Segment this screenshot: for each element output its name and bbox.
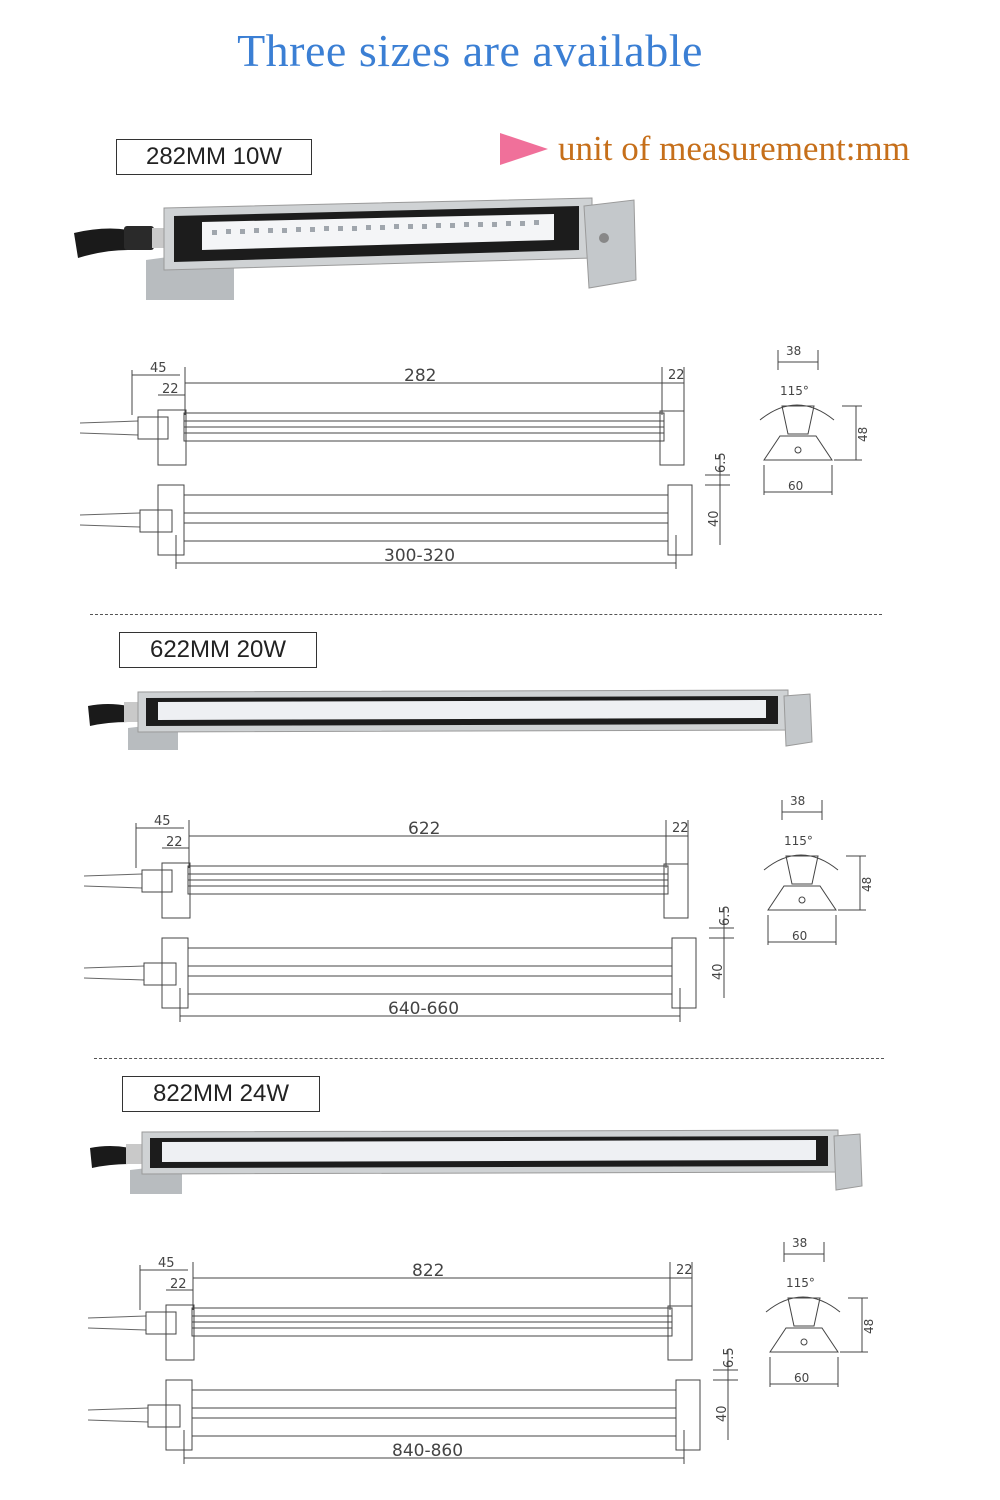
lamp-photo-822 [90, 1129, 863, 1194]
drawing-profile-622: 38 115° 48 60 [763, 794, 874, 945]
dim-profile-top: 38 [786, 344, 801, 358]
drawing-side-282: 45 22 282 22 6.5 40 300-320 [80, 361, 730, 569]
drawing-profile-822: 38 115° 48 60 [765, 1236, 876, 1387]
dim-length: 622 [408, 819, 440, 839]
dim-mount-range: 840-860 [392, 1441, 463, 1461]
dim-cap-right: 22 [672, 821, 689, 836]
dim-depth: 6.5 [714, 452, 729, 473]
dim-profile-angle: 115° [784, 834, 813, 848]
lamp-photo-282 [74, 197, 637, 300]
dim-profile-angle: 115° [780, 384, 809, 398]
dim-profile-height: 48 [856, 427, 870, 442]
dim-profile-base: 60 [788, 479, 803, 493]
dim-profile-height: 48 [860, 877, 874, 892]
section-divider [90, 614, 882, 615]
drawing-side-822: 45 22 822 22 6.5 40 840-860 [88, 1256, 738, 1464]
dim-cap-left: 22 [162, 382, 179, 397]
dim-height: 40 [715, 1405, 730, 1422]
dim-length: 282 [404, 366, 436, 386]
dim-height: 40 [707, 510, 722, 527]
dim-cap-right: 22 [668, 368, 685, 383]
dim-profile-angle: 115° [786, 1276, 815, 1290]
dim-profile-height: 48 [862, 1319, 876, 1334]
dim-end-offset: 45 [150, 361, 167, 376]
dim-height: 40 [711, 963, 726, 980]
dim-cap-left: 22 [170, 1277, 187, 1292]
drawing-side-622: 45 22 622 22 6.5 40 640-660 [84, 814, 734, 1022]
unit-note-text: unit of measurement:mm [558, 129, 910, 168]
size-label-282: 282MM 10W [116, 139, 312, 175]
page-title: Three sizes are available [237, 25, 703, 76]
dim-profile-base: 60 [794, 1371, 809, 1385]
dim-profile-top: 38 [792, 1236, 807, 1250]
dim-profile-base: 60 [792, 929, 807, 943]
arrow-right-icon [500, 133, 548, 165]
dim-end-offset: 45 [154, 814, 171, 829]
lamp-photo-622 [88, 689, 813, 750]
dim-end-offset: 45 [158, 1256, 175, 1271]
drawing-profile-282: 38 115° 48 60 [759, 344, 870, 495]
dim-cap-left: 22 [166, 835, 183, 850]
dim-profile-top: 38 [790, 794, 805, 808]
dim-cap-right: 22 [676, 1263, 693, 1278]
dim-mount-range: 640-660 [388, 999, 459, 1019]
dim-length: 822 [412, 1261, 444, 1281]
size-label-822: 822MM 24W [122, 1076, 320, 1112]
unit-note: unit of measurement:mm [500, 124, 910, 174]
dim-mount-range: 300-320 [384, 546, 455, 566]
dim-depth: 6.5 [718, 905, 733, 926]
section-divider [94, 1058, 884, 1059]
dim-depth: 6.5 [722, 1347, 737, 1368]
size-label-622: 622MM 20W [119, 632, 317, 668]
